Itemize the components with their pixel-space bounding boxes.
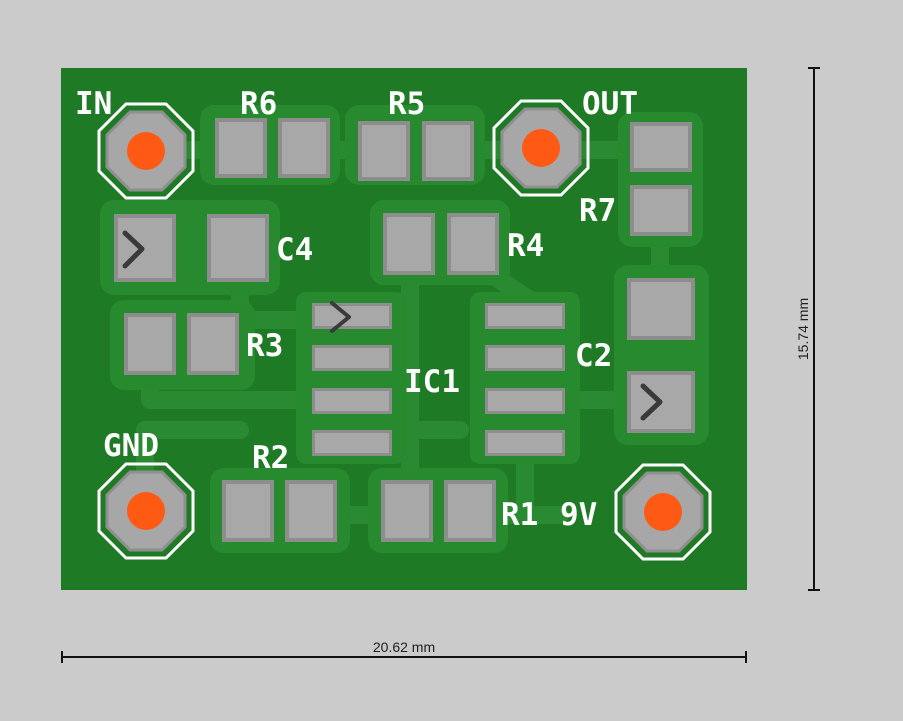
label-r7: R7 (579, 193, 616, 229)
label-r6: R6 (240, 86, 277, 122)
pin1-mark (330, 301, 351, 333)
width-label: 20.62 mm (373, 639, 435, 655)
r5-pads[interactable] (358, 121, 474, 181)
drill-hole (522, 129, 560, 167)
label-r4: R4 (507, 228, 544, 264)
label-out: OUT (582, 86, 638, 122)
label-r5: R5 (388, 86, 425, 122)
pad-gnd[interactable] (97, 462, 195, 560)
label-r3: R3 (246, 328, 283, 364)
r6-pads[interactable] (215, 118, 330, 178)
r7-pads[interactable] (630, 122, 692, 236)
polarity-mark (640, 383, 663, 421)
label-in: IN (75, 86, 112, 122)
c4-pads[interactable] (114, 214, 269, 282)
label-ic1: IC1 (404, 364, 460, 400)
label-c2: C2 (575, 338, 612, 374)
drill-hole (644, 493, 682, 531)
c2-pads[interactable] (627, 278, 695, 433)
height-label: 15.74 mm (795, 298, 811, 360)
r1-pads[interactable] (381, 480, 496, 542)
r4-pads[interactable] (383, 213, 499, 275)
label-9v: 9V (560, 497, 597, 533)
drill-hole (127, 492, 165, 530)
height-dimension (808, 67, 820, 591)
pad-9v[interactable] (614, 463, 712, 561)
polarity-mark (122, 230, 145, 269)
label-r2: R2 (252, 440, 289, 476)
label-r1: R1 (501, 497, 538, 533)
pad-out[interactable] (492, 99, 590, 197)
r2-pads[interactable] (222, 480, 337, 542)
width-dimension (61, 651, 747, 663)
ic1-pads[interactable] (312, 301, 565, 456)
pad-in[interactable] (97, 102, 195, 200)
r3-pads[interactable] (124, 313, 239, 375)
label-c4: C4 (276, 232, 313, 268)
drill-hole (127, 132, 165, 170)
label-gnd: GND (103, 428, 159, 464)
